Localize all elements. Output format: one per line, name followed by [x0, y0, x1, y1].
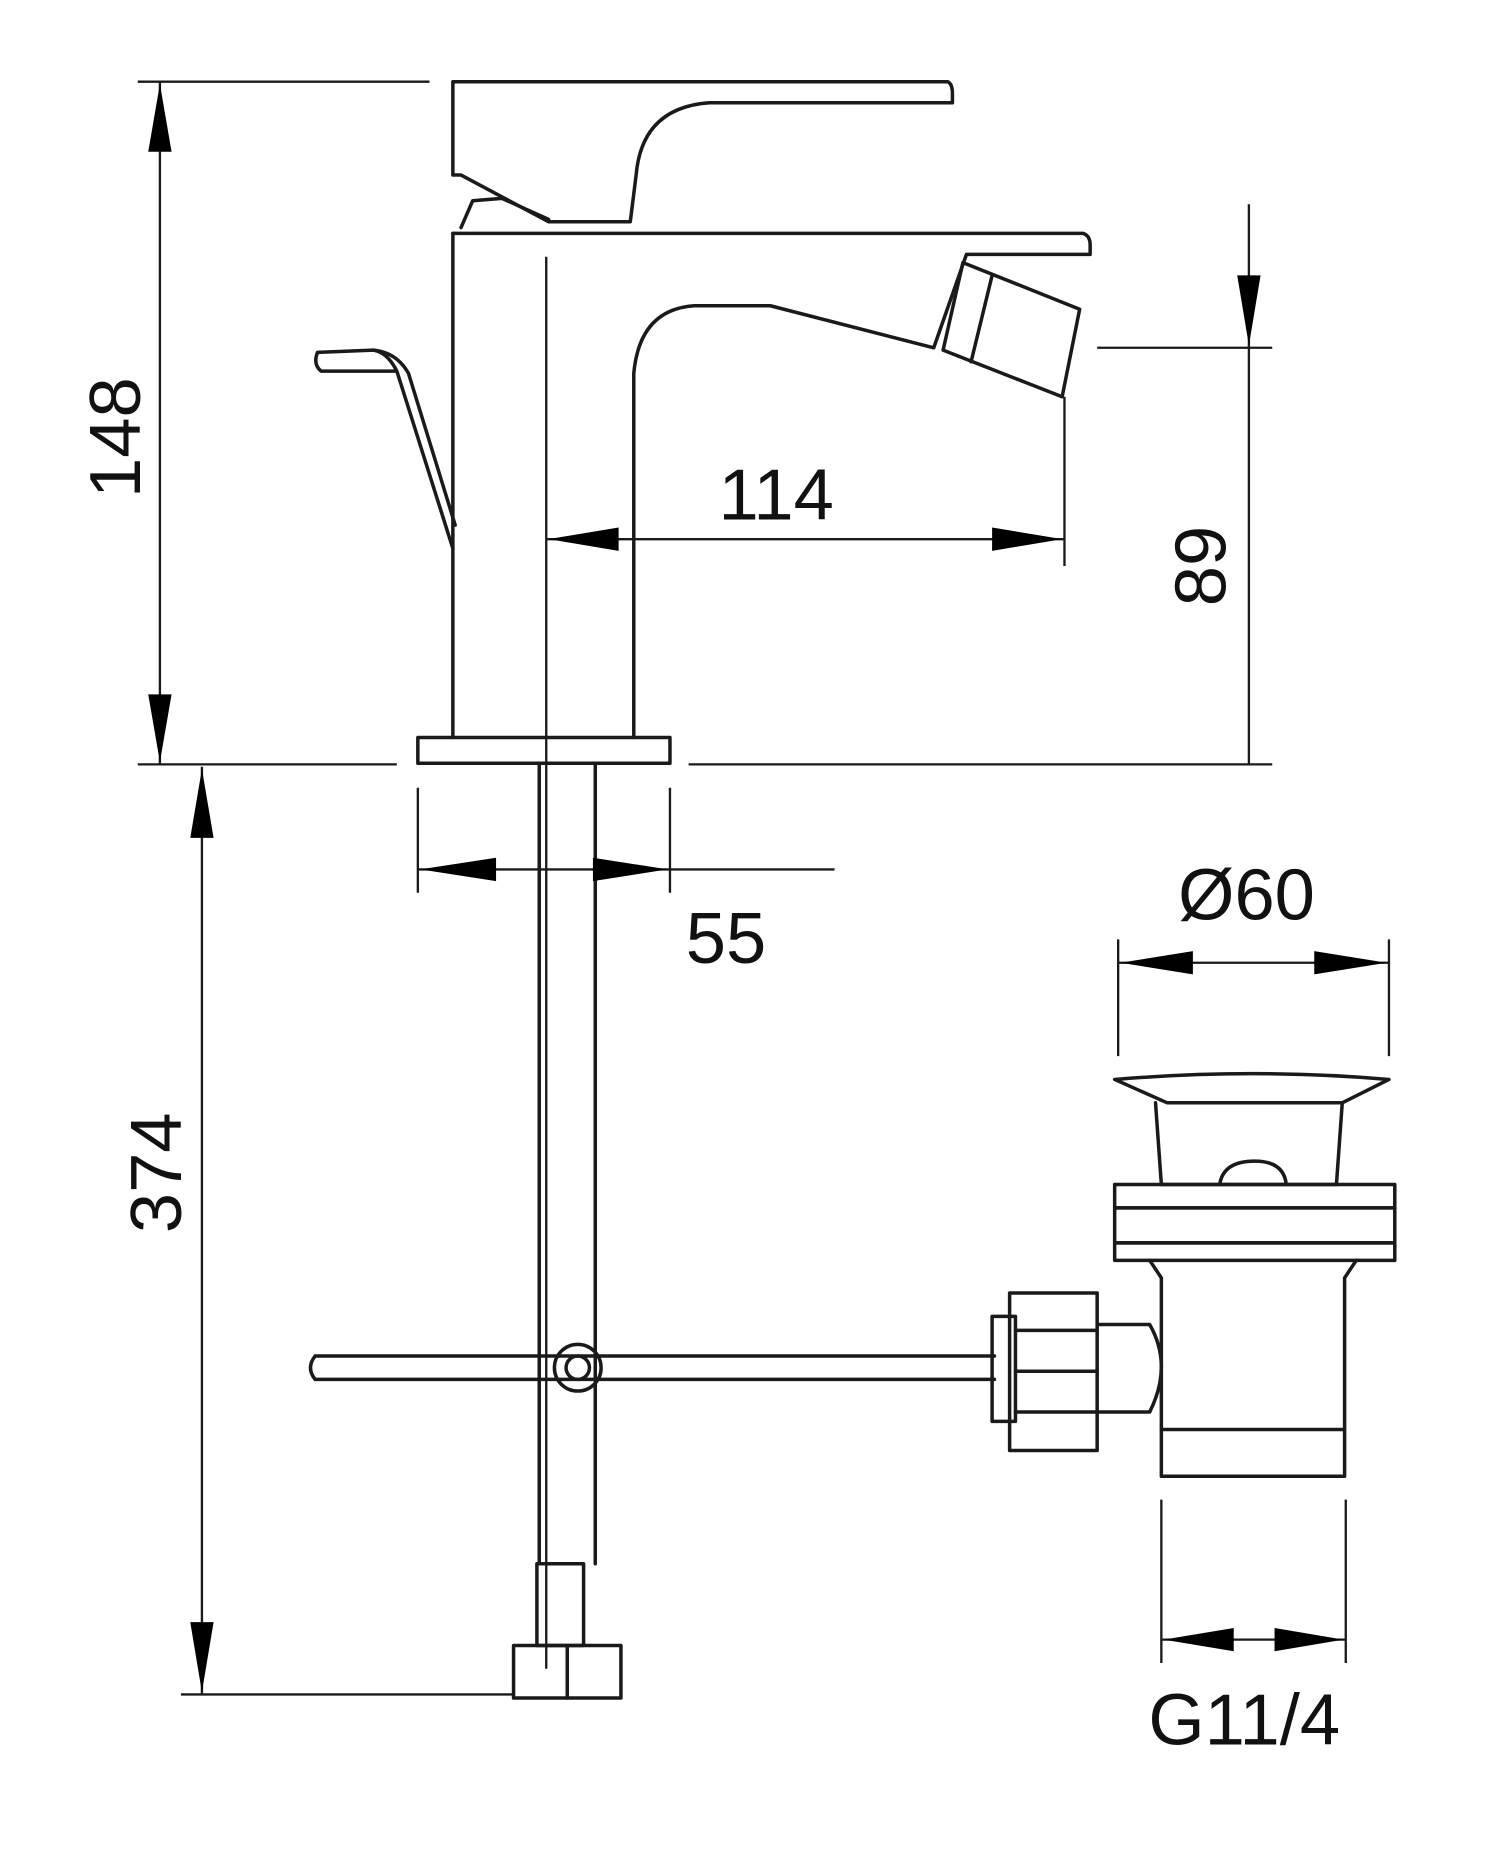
dimension-89: 89	[1097, 204, 1273, 765]
dimension-148: 148	[76, 80, 1273, 766]
dimension-label-148: 148	[76, 377, 156, 498]
dimension-label-89: 89	[1162, 526, 1242, 606]
dimension-label-g114: G11/4	[1148, 1681, 1340, 1761]
dimension-label-55: 55	[686, 899, 766, 979]
dimension-d60: Ø60	[1116, 856, 1391, 1057]
pull-rod	[308, 1342, 997, 1393]
dimension-55: 55	[416, 787, 835, 979]
dimension-114: 114	[546, 396, 1066, 566]
waste-drain	[990, 1071, 1397, 1478]
mixer-body	[314, 79, 1092, 765]
supply-hose	[511, 763, 623, 1700]
dimension-g114: G11/4	[1148, 1499, 1347, 1761]
dimension-label-114: 114	[719, 455, 834, 535]
dimension-label-d60: Ø60	[1178, 856, 1315, 936]
dimension-374: 374	[117, 766, 514, 1696]
dimension-label-374: 374	[117, 1112, 197, 1233]
